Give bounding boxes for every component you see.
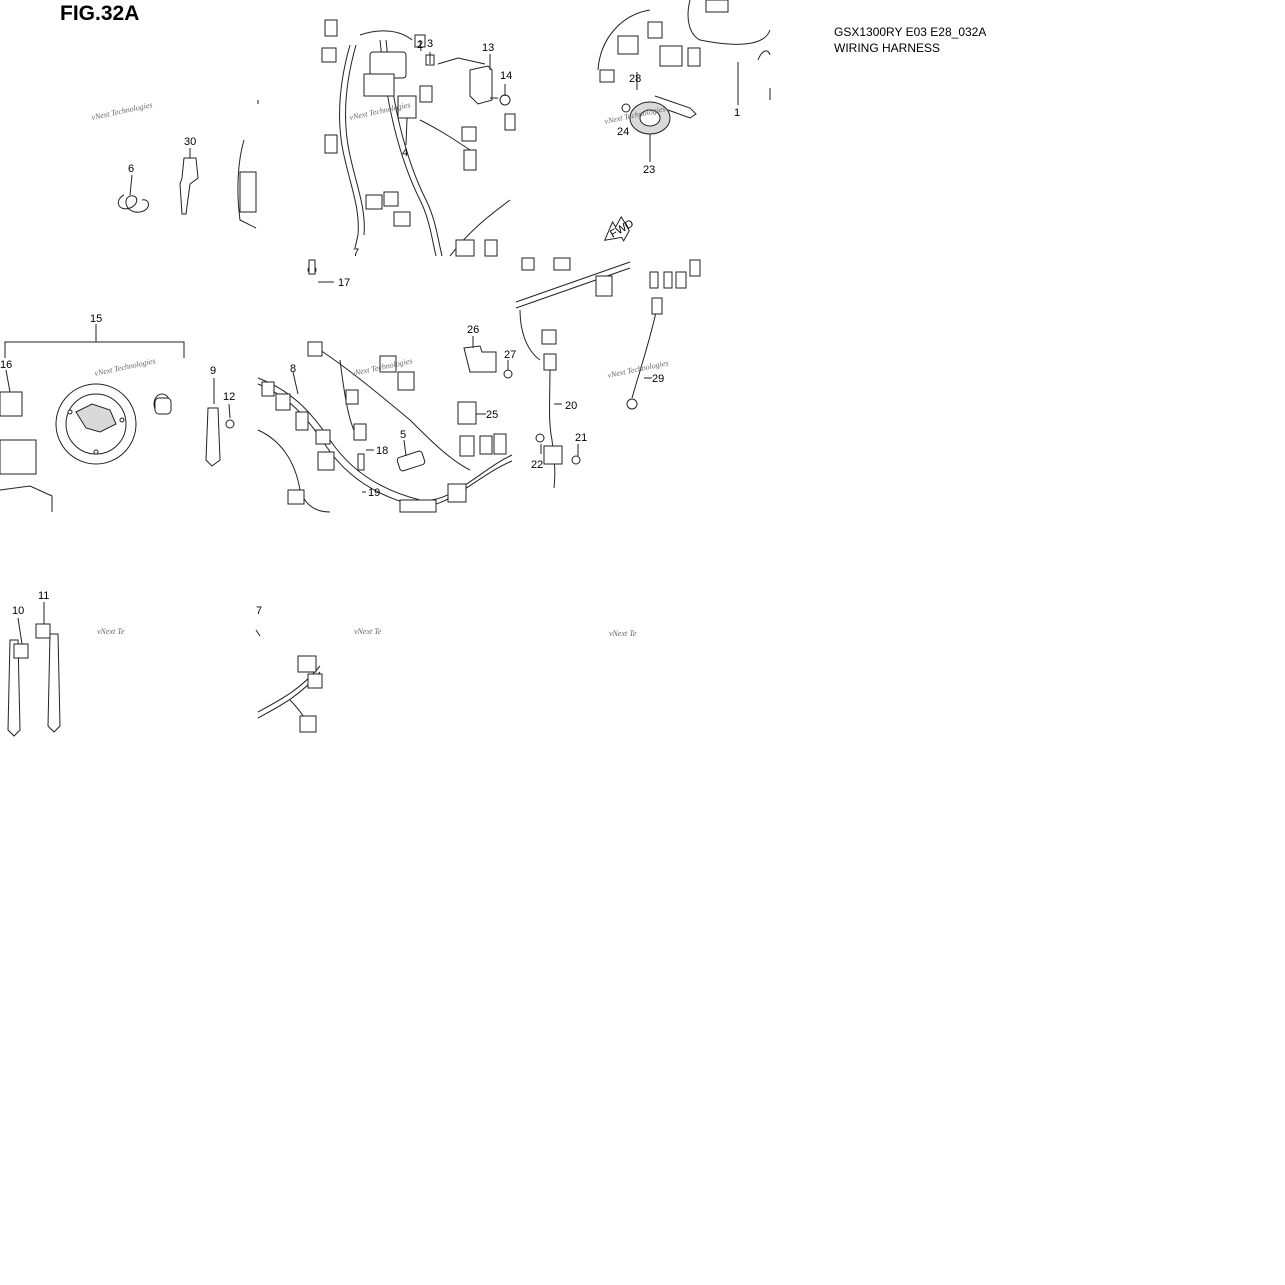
callout-17: 17 bbox=[338, 277, 350, 289]
svg-text:vNext Technologies: vNext Technologies bbox=[94, 356, 157, 378]
callout-15: 15 bbox=[90, 313, 102, 325]
svg-text:vNext Te: vNext Te bbox=[97, 627, 125, 636]
svg-text:vNext Technologies: vNext Technologies bbox=[91, 100, 154, 122]
callout-7b: 7 bbox=[256, 605, 262, 617]
callout-28: 28 bbox=[629, 73, 641, 85]
svg-text:vNext Te: vNext Te bbox=[354, 627, 382, 636]
model-code: GSX1300RY E03 E28_032A bbox=[834, 25, 987, 39]
sensor-cable-drawing bbox=[515, 257, 701, 489]
callout-19: 19 bbox=[368, 487, 380, 499]
svg-text:vNext Te: vNext Te bbox=[609, 629, 637, 638]
callout-25: 25 bbox=[486, 409, 498, 421]
callout-13: 13 bbox=[482, 42, 494, 54]
main-harness-middle-drawing bbox=[257, 259, 513, 513]
section-title: WIRING HARNESS bbox=[834, 41, 941, 55]
callout-20: 20 bbox=[565, 400, 577, 412]
callout-16: 16 bbox=[0, 359, 12, 371]
callout-21: 21 bbox=[575, 432, 587, 444]
callout-6: 6 bbox=[128, 163, 134, 175]
spring-and-key-drawing bbox=[117, 139, 257, 229]
callout-11: 11 bbox=[38, 590, 49, 602]
figure-label: FIG.32A bbox=[60, 2, 140, 25]
callout-14: 14 bbox=[500, 70, 512, 82]
watermark-layer: vNext Technologies vNext Technologies vN… bbox=[91, 100, 670, 638]
callout-3: 3 bbox=[427, 38, 433, 50]
callout-1: 1 bbox=[734, 107, 740, 119]
callout-10: 10 bbox=[12, 605, 24, 617]
callout-8: 8 bbox=[290, 363, 296, 375]
callout-23: 23 bbox=[643, 164, 655, 176]
callout-24: 24 bbox=[617, 126, 629, 138]
callout-18: 18 bbox=[376, 445, 388, 457]
callout-5: 5 bbox=[400, 429, 406, 441]
fwd-arrow-icon: FWD bbox=[603, 215, 636, 242]
callout-4: 4 bbox=[402, 147, 408, 159]
callout-7: 7 bbox=[353, 247, 359, 259]
callout-26: 26 bbox=[467, 324, 479, 336]
lock-set-drawing bbox=[0, 324, 235, 512]
main-harness-upper-drawing bbox=[257, 19, 516, 257]
callout-30: 30 bbox=[184, 136, 196, 148]
callout-2: 2 bbox=[417, 39, 423, 51]
callout-9: 9 bbox=[210, 365, 216, 377]
callout-27: 27 bbox=[504, 349, 516, 361]
callout-12: 12 bbox=[223, 391, 235, 403]
callout-29: 29 bbox=[652, 373, 664, 385]
bottom-clamps-drawing bbox=[7, 602, 323, 737]
horn-and-harness-drawing bbox=[597, 0, 771, 162]
callout-22: 22 bbox=[531, 459, 543, 471]
